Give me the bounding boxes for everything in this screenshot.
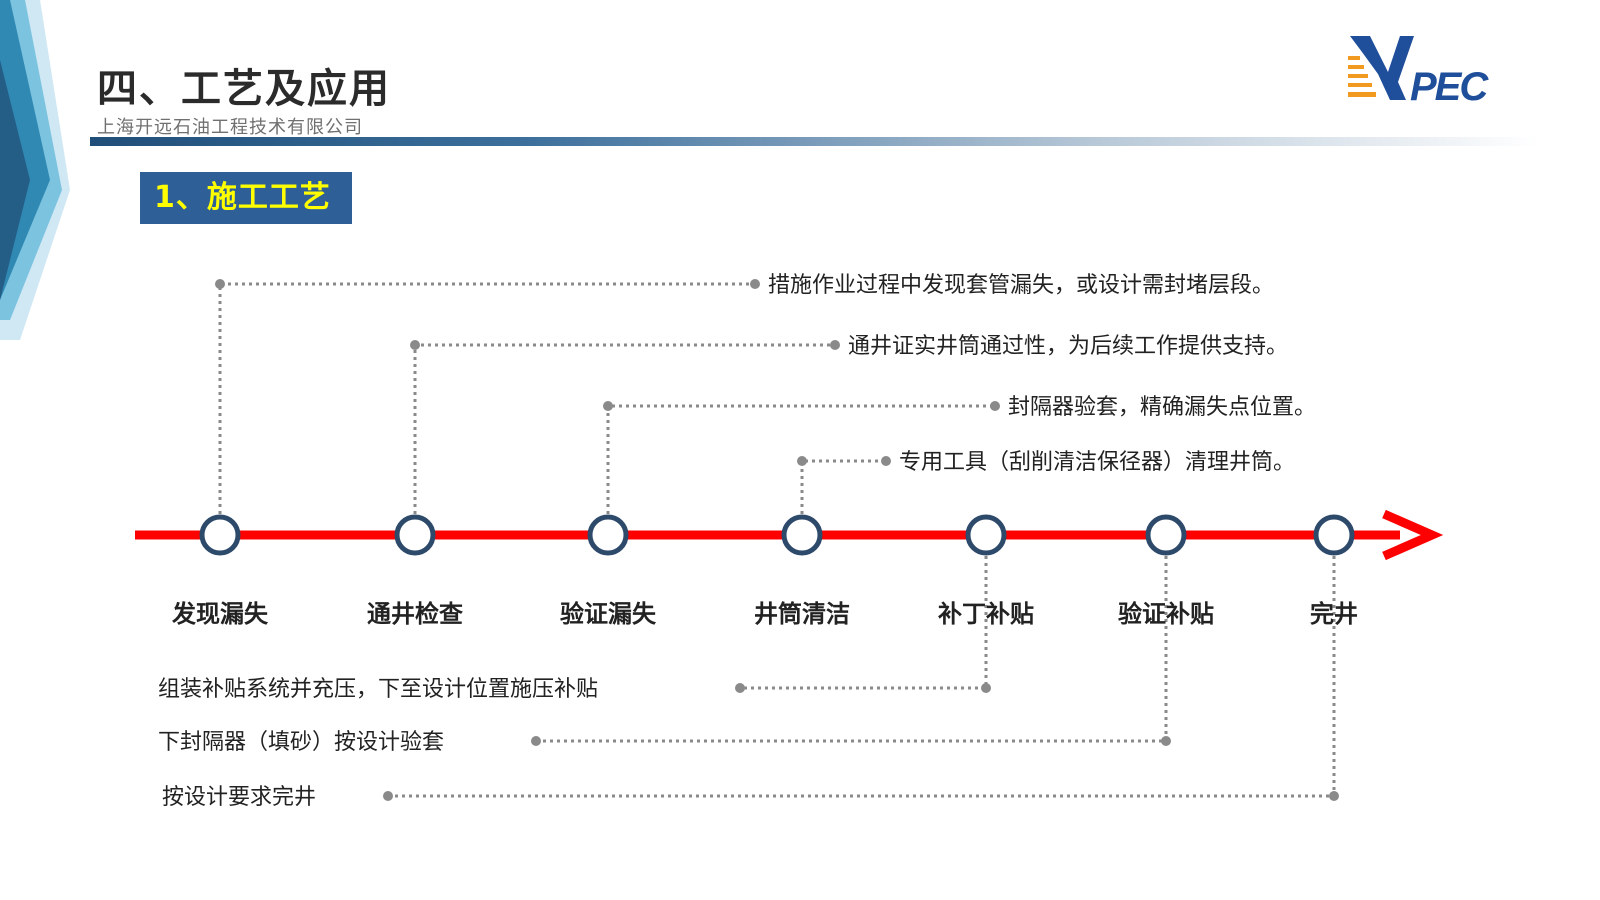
leader-line-below <box>536 535 1168 743</box>
timeline-node <box>1145 514 1187 556</box>
note-below: 组装补贴系统并充压，下至设计位置施压补贴 <box>158 677 598 702</box>
note-below: 按设计要求完井 <box>162 785 316 810</box>
leader-dot <box>881 456 891 466</box>
timeline-node <box>587 514 629 556</box>
step-label: 通井检查 <box>367 600 463 628</box>
note-below: 下封隔器（填砂）按设计验套 <box>158 730 444 755</box>
svg-text:PEC: PEC <box>1410 65 1489 106</box>
leader-line-above <box>413 343 835 535</box>
kpec-logo: PEC <box>1348 36 1491 106</box>
leader-dot <box>1329 791 1339 801</box>
leader-dot <box>990 401 1000 411</box>
company-name: 上海开远石油工程技术有限公司 <box>97 117 363 138</box>
leader-line-above <box>218 282 755 535</box>
step-label: 补丁补贴 <box>938 600 1034 628</box>
leader-dot <box>750 279 760 289</box>
note-above: 通井证实井筒通过性，为后续工作提供支持。 <box>848 334 1288 359</box>
header-divider <box>90 137 1540 146</box>
leader-dot <box>215 279 225 289</box>
timeline-node <box>1313 514 1355 556</box>
note-above: 措施作业过程中发现套管漏失，或设计需封堵层段。 <box>768 273 1274 298</box>
timeline-node <box>965 514 1007 556</box>
step-label: 发现漏失 <box>171 600 269 628</box>
leader-dot <box>1161 736 1171 746</box>
page-title: 四、工艺及应用 <box>97 66 391 112</box>
leader-dot <box>735 683 745 693</box>
timeline-node <box>781 514 823 556</box>
step-label: 完井 <box>1310 600 1358 628</box>
step-label: 井筒清洁 <box>754 600 850 628</box>
note-above: 封隔器验套，精确漏失点位置。 <box>1008 395 1316 420</box>
leader-line-below <box>740 535 988 690</box>
step-label: 验证补贴 <box>1118 600 1214 628</box>
section-badge: 1、施工工艺 <box>140 172 352 224</box>
leader-dot <box>830 340 840 350</box>
leader-dot <box>981 683 991 693</box>
leader-dot <box>797 456 807 466</box>
timeline-node <box>394 514 436 556</box>
left-decoration <box>0 0 70 340</box>
timeline-arrowhead <box>1382 509 1444 561</box>
step-label: 验证漏失 <box>560 600 657 628</box>
leader-dot <box>410 340 420 350</box>
leader-dot <box>383 791 393 801</box>
timeline-node <box>199 514 241 556</box>
leader-line-below <box>388 535 1336 798</box>
leader-dot <box>603 401 613 411</box>
note-above: 专用工具（刮削清洁保径器）清理井筒。 <box>899 450 1295 475</box>
leader-dot <box>531 736 541 746</box>
